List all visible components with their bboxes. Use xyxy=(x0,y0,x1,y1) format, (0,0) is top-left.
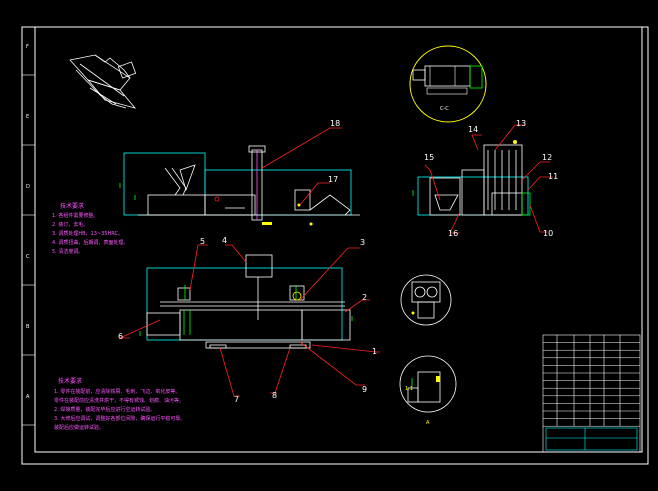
plan-view xyxy=(139,254,353,349)
ruler-left-label: F xyxy=(26,44,29,50)
callout-4: 4 xyxy=(222,236,227,245)
tech-note-line: 5. 清洁度调。 xyxy=(52,248,83,255)
callout-14: 14 xyxy=(468,125,478,134)
callout-11: 11 xyxy=(548,172,558,181)
callout-17: 17 xyxy=(328,175,338,184)
tech-note-line: 2. 装订，去毛。 xyxy=(52,221,88,228)
detail-view-a: 1:1 A xyxy=(399,355,457,426)
ruler-left-label: A xyxy=(26,394,30,400)
callout-8: 8 xyxy=(272,391,277,400)
section-cc-view: C-C xyxy=(409,45,487,123)
ruler-left-label: E xyxy=(26,114,29,120)
callout-13: 13 xyxy=(516,119,526,128)
callout-1: 1 xyxy=(372,347,377,356)
tech-note-line: 零件在装配前应清洗并烘干，不得有锈蚀、划痕、油污等。 xyxy=(54,397,184,404)
tech-note-line: 3. 大修后应调试，调整好各部位间隙，确保运行平稳可靠。 xyxy=(54,415,185,422)
title-block xyxy=(542,334,641,453)
tech-notes-1: 技术要求 1. 各组件需要修整。 2. 装订，去毛。 3. 调质处理HB，13~35… xyxy=(52,202,128,255)
section-cc-label: C-C xyxy=(440,106,449,112)
isometric-view xyxy=(69,54,137,109)
callout-15: 15 xyxy=(424,153,434,162)
tech-notes-2: 技术要求 1. 零件在装配前，应清除铁屑、毛刺、飞边、氧化皮等。 零件在装配前应… xyxy=(54,377,185,431)
tech-note-line: 3. 调质处理HB，13~35HRC。 xyxy=(52,230,123,237)
inner-border xyxy=(34,26,643,453)
callout-9: 9 xyxy=(362,385,367,394)
svg-text:A: A xyxy=(426,420,430,426)
callout-12: 12 xyxy=(542,153,552,162)
front-elevation-top xyxy=(119,145,360,226)
tech-note-line: 1. 各组件需要修整。 xyxy=(52,212,98,219)
ruler-left-label: B xyxy=(26,324,30,330)
tech-note-line: 4. 调质扭曲，后期调，表面处理。 xyxy=(52,239,128,246)
side-view xyxy=(412,140,531,216)
detail-view-gear xyxy=(400,274,452,326)
tech-note-line: 装配后应做运转试验。 xyxy=(54,424,104,431)
callout-16: 16 xyxy=(448,229,458,238)
callout-2: 2 xyxy=(362,293,367,302)
tech-note-line: 1. 零件在装配前，应清除铁屑、毛刺、飞边、氧化皮等。 xyxy=(54,388,180,395)
callout-6: 6 xyxy=(118,332,123,341)
callout-5: 5 xyxy=(200,237,205,246)
leader-lines xyxy=(119,124,553,397)
svg-text:技术要求: 技术要求 xyxy=(60,202,84,210)
ruler-left-label: C xyxy=(26,254,30,260)
svg-text:1:1: 1:1 xyxy=(405,386,413,392)
callout-7: 7 xyxy=(234,395,239,404)
callout-18: 18 xyxy=(330,119,340,128)
ruler-left-label: D xyxy=(26,184,30,190)
ruler-left: F E D C B A xyxy=(22,44,35,426)
svg-text:技术要求: 技术要求 xyxy=(58,377,82,385)
callout-10: 10 xyxy=(543,229,553,238)
tech-note-line: 2. 焊接质量，装配完毕后应进行空运转试验。 xyxy=(54,406,155,413)
callout-3: 3 xyxy=(360,238,365,247)
